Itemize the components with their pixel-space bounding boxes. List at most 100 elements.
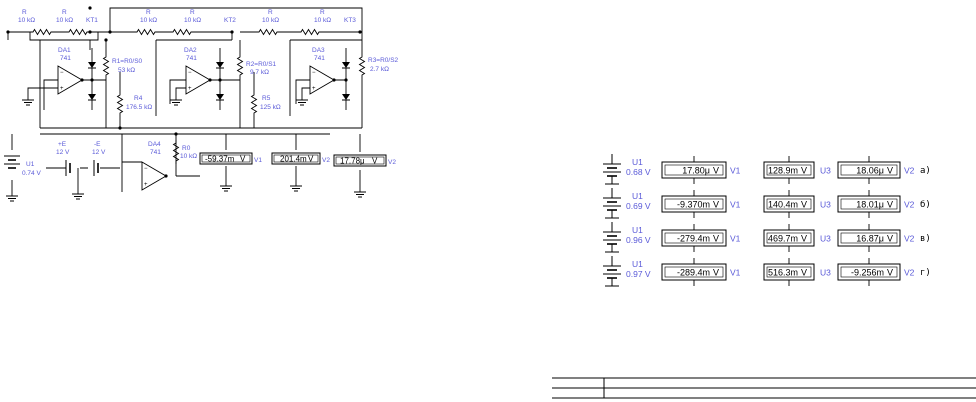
label-r2-name: R2=R0/S1: [246, 61, 277, 68]
meter-u3: 201.4m V V2: [271, 152, 330, 165]
row-u1-value: 0.96 V: [626, 235, 651, 245]
label-r-3-name: R: [146, 9, 151, 16]
row-v1-unit: V: [713, 166, 719, 176]
row-u3-name: U3: [820, 234, 831, 244]
row-u3-reading: 516.3m: [768, 268, 798, 278]
row-u1-name: U1: [632, 225, 643, 235]
meter-v1-name: V1: [254, 157, 262, 164]
label-r5-name: R5: [262, 95, 271, 102]
label-supply-neg-name: -E: [94, 141, 101, 148]
label-r-2-name: R: [62, 9, 67, 16]
meter-v2-name: V2: [388, 159, 396, 166]
label-supply-neg-value: 12 V: [92, 149, 106, 156]
source-u1-icon: [603, 222, 621, 253]
opamp-da3: [309, 65, 335, 95]
row-v1-name: V1: [730, 166, 741, 176]
label-da3-model: 741: [314, 55, 325, 62]
meter-v2-reading: 17.78μ: [340, 157, 365, 166]
diode-da1-bottom: [87, 93, 97, 101]
row-u3-reading: 469.7m: [768, 234, 798, 244]
label-supply-pos-value: 12 V: [56, 149, 70, 156]
row-v2-reading: -9.256m: [851, 268, 884, 278]
diode-da3-top: [341, 61, 351, 69]
diode-da3-bottom: [341, 93, 351, 101]
opamp-da2: [185, 65, 211, 95]
label-r3-name: R3=R0/S2: [368, 57, 399, 64]
row-letter: в): [920, 234, 931, 244]
label-da2-name: DA2: [184, 47, 197, 54]
circuit-diagram: R 10 kΩ R 10 kΩ KT1 R 10 kΩ R 10 kΩ KT2 …: [3, 6, 399, 202]
row-v1-unit: V: [713, 268, 719, 278]
opamp-da4: [141, 161, 167, 191]
label-da1-model: 741: [60, 55, 71, 62]
ground-meter-v2: [353, 191, 367, 198]
row-letter: г): [920, 268, 931, 278]
row-v2-name: V2: [904, 268, 915, 278]
label-u1-name: U1: [26, 161, 35, 168]
label-da4-model: 741: [150, 149, 161, 156]
label-r-3-value: 10 kΩ: [140, 17, 157, 24]
label-kt2: KT2: [224, 17, 236, 24]
row-v2-unit: V: [887, 200, 893, 210]
label-r1-value: 53 kΩ: [118, 67, 135, 74]
resistor-r3: [359, 53, 365, 79]
row-letter: б): [920, 199, 931, 210]
row-v2-unit: V: [887, 234, 893, 244]
resistor-r-4: [169, 29, 195, 35]
row-u3-name: U3: [820, 200, 831, 210]
label-da4-name: DA4: [148, 141, 161, 148]
row-v1-reading: -9.370m: [677, 200, 710, 210]
row-u3-name: U3: [820, 166, 831, 176]
row-v2-reading: 18.01μ: [856, 200, 884, 210]
row-v1-unit: V: [713, 234, 719, 244]
label-r4-name: R4: [134, 95, 143, 102]
label-supply-pos-name: +E: [58, 141, 67, 148]
resistor-r-6: [297, 29, 323, 35]
row-v2-name: V2: [904, 234, 915, 244]
row-letter: а): [920, 166, 931, 176]
label-r-6-name: R: [320, 9, 325, 16]
battery-neg-e: [93, 160, 99, 176]
row-u3-unit: V: [801, 268, 807, 278]
label-kt3: KT3: [344, 17, 356, 24]
ground-da1: [21, 99, 35, 106]
row-v1-unit: V: [713, 200, 719, 210]
resistor-r2: [237, 53, 243, 79]
meter-v2-unit: V: [372, 157, 378, 166]
label-da3-name: DA3: [312, 47, 325, 54]
label-u1-value: 0.74 V: [22, 170, 41, 177]
row-v2-reading: 16.87μ: [856, 234, 884, 244]
row-v2-name: V2: [904, 166, 915, 176]
diode-da2-top: [215, 61, 225, 69]
battery-pos-e: [65, 160, 71, 176]
label-r4-value: 176.5 kΩ: [126, 104, 152, 111]
resistor-r1: [103, 53, 109, 79]
row-v1-name: V1: [730, 268, 741, 278]
resistor-r-1: [29, 29, 55, 35]
row-u1-value: 0.97 V: [626, 269, 651, 279]
ground-da2: [169, 99, 183, 106]
row-v1-reading: -289.4m: [677, 268, 710, 278]
label-r-1-value: 10 kΩ: [18, 17, 35, 24]
resistor-r5: [251, 91, 257, 117]
meter-v1: -59.37m V V1: [199, 152, 262, 165]
row-v1-reading: -279.4m: [677, 234, 710, 244]
row-u3-unit: V: [801, 200, 807, 210]
row-v2-name: V2: [904, 200, 915, 210]
ground-u1: [5, 195, 19, 202]
label-r-5-name: R: [268, 9, 273, 16]
meter-u3-reading: 201.4m: [280, 155, 307, 164]
label-kt1: KT1: [86, 17, 98, 24]
ground-supply: [71, 193, 85, 200]
source-u1: [3, 155, 21, 169]
